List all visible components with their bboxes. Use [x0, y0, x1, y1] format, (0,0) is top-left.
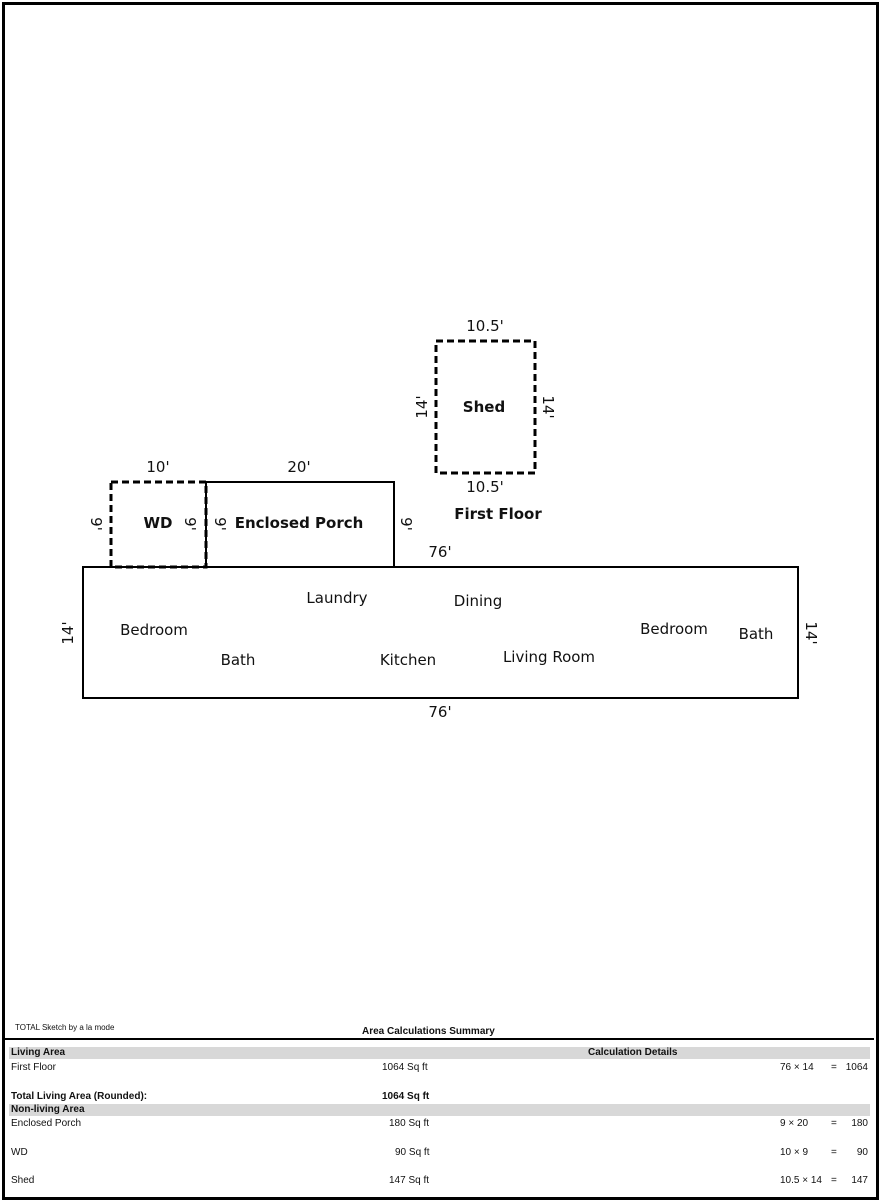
room-dining: Dining [453, 592, 503, 610]
main-house-outline [82, 566, 799, 699]
total-living-value: 1064 Sq ft [382, 1091, 430, 1102]
main-top-dimension: 76' [428, 543, 452, 561]
calculation-details-header: Calculation Details [588, 1047, 678, 1058]
nonliving-row-name: Shed [11, 1175, 35, 1186]
first-floor-label: First Floor [454, 505, 542, 523]
nonliving-row-result: 147 [851, 1175, 868, 1186]
porch-left-dimension: 9' [211, 517, 229, 531]
wd-left-dimension: 9' [87, 517, 105, 531]
living-row-name: First Floor [11, 1062, 56, 1073]
shed-outline [434, 339, 537, 475]
nonliving-row-name: Enclosed Porch [11, 1118, 82, 1129]
nonliving-row-calc: 10.5 × 14 [780, 1175, 822, 1186]
sketch-credit: TOTAL Sketch by a la mode [15, 1023, 115, 1032]
area-summary-title: Area Calculations Summary [362, 1026, 495, 1037]
room-bedroom-right: Bedroom [640, 620, 708, 638]
nonliving-row-calc: 10 × 9 [780, 1147, 809, 1158]
nonliving-row-result: 180 [851, 1118, 868, 1129]
enclosed-porch-label: Enclosed Porch [234, 514, 364, 532]
wd-label: WD [143, 514, 173, 532]
shed-label: Shed [462, 398, 506, 416]
nonliving-row-eq: = [831, 1118, 837, 1129]
living-row-calc: 76 × 14 [780, 1062, 814, 1073]
nonliving-row-area: 147 Sq ft [389, 1175, 430, 1186]
shed-left-dimension: 14' [413, 395, 431, 419]
living-area-header: Living Area [11, 1047, 66, 1058]
floor-plan-sketch [82, 339, 799, 699]
nonliving-row-name: WD [11, 1147, 28, 1158]
living-row-area: 1064 Sq ft [382, 1062, 428, 1073]
non-living-header-band [9, 1104, 870, 1116]
nonliving-row-calc: 9 × 20 [780, 1118, 809, 1129]
living-row-eq: = [831, 1062, 837, 1073]
nonliving-row-area: 180 Sq ft [389, 1118, 430, 1129]
porch-right-dimension: 9' [397, 517, 415, 531]
wd-top-dimension: 10' [146, 458, 170, 476]
room-bath-left: Bath [220, 651, 256, 669]
nonliving-row-result: 90 [856, 1147, 868, 1158]
shed-bottom-dimension: 10.5' [466, 478, 504, 496]
shed-right-dimension: 14' [539, 395, 557, 419]
main-right-dimension: 14' [802, 621, 820, 645]
wd-outline [109, 480, 208, 569]
shed-top-dimension: 10.5' [466, 317, 504, 335]
nonliving-row-eq: = [831, 1175, 837, 1186]
wd-right-dimension: 9' [181, 517, 199, 531]
non-living-header: Non-living Area [11, 1104, 85, 1115]
living-row-result: 1064 [845, 1062, 868, 1073]
nonliving-row-area: 90 Sq ft [395, 1147, 430, 1158]
main-bottom-dimension: 76' [428, 703, 452, 721]
room-bath-right: Bath [738, 625, 774, 643]
total-living-label: Total Living Area (Rounded): [11, 1091, 148, 1102]
porch-top-dimension: 20' [287, 458, 311, 476]
area-calculations-table: Living Area Calculation Details First Fl… [5, 1038, 874, 1197]
living-area-header-band [9, 1047, 870, 1059]
room-living-room: Living Room [502, 648, 596, 666]
room-kitchen: Kitchen [379, 651, 437, 669]
nonliving-row-eq: = [831, 1147, 837, 1158]
room-bedroom-left: Bedroom [120, 621, 188, 639]
room-laundry: Laundry [306, 589, 368, 607]
main-left-dimension: 14' [59, 621, 77, 645]
